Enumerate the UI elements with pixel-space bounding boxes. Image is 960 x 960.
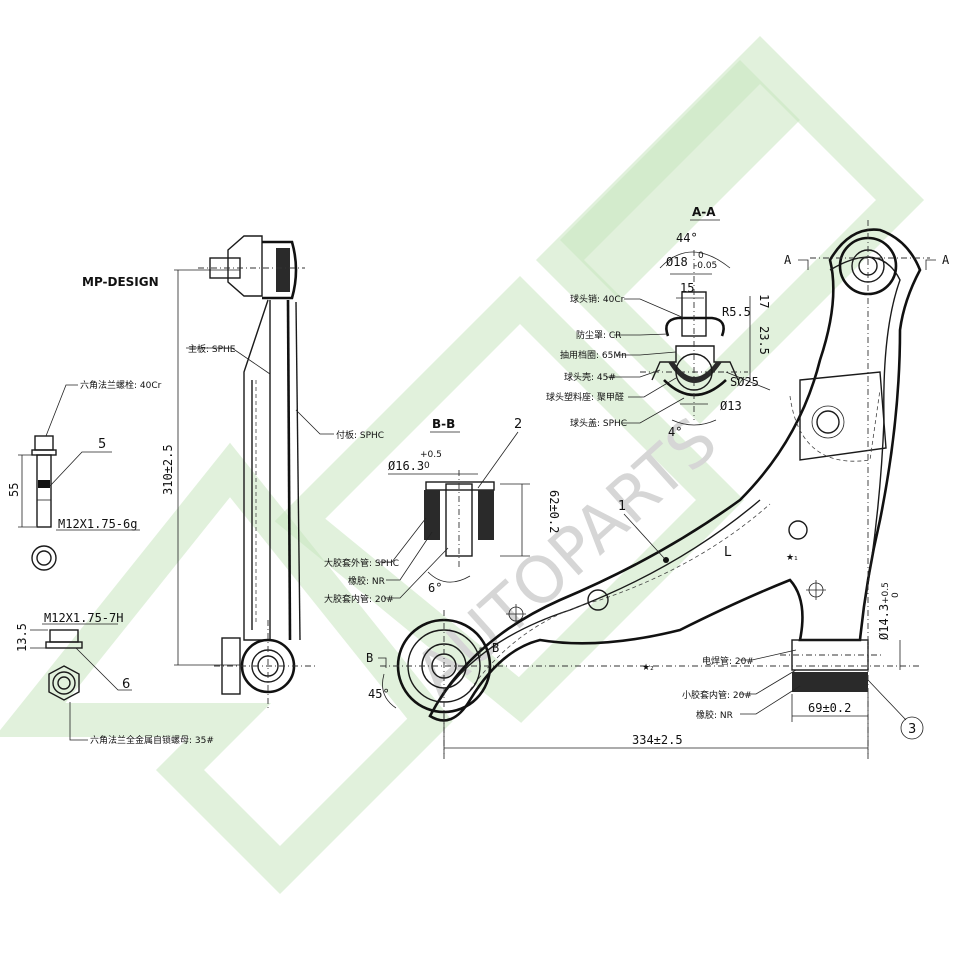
section-a-label-4: 球头壳: 45# xyxy=(564,371,616,383)
bushing-label-2: 小胶套内管: 20# xyxy=(682,689,752,701)
side-view-length-dim: 310±2.5 xyxy=(161,444,175,495)
section-b-diameter-tol-lower: 0 xyxy=(424,461,430,471)
bolt-view: 55 六角法兰螺栓: 40Cr 5 M12X1.75-6g xyxy=(7,379,162,571)
section-a-label-3: 抽用档圈: 65Mn xyxy=(560,349,627,361)
section-mark-a-right: A xyxy=(942,253,950,267)
drawing-title: MP-DESIGN xyxy=(82,275,159,289)
nut-item-number: 6 xyxy=(122,677,130,692)
section-a-a: A-A 44° Ø18 0 -0.05 15 R5.5 17 23.5 SØ25… xyxy=(546,205,771,439)
section-b-angle: 6° xyxy=(428,581,442,595)
section-a-sphere-diameter: SØ25 xyxy=(730,375,759,389)
section-b-b: B-B 2 Ø16.3 +0.5 0 62±0.2 6° 大胶套外管: SPHC… xyxy=(324,417,561,605)
section-a-diameter-13: Ø13 xyxy=(720,399,742,413)
section-a-label-5: 球头塑料座: 聚甲醛 xyxy=(546,391,624,403)
section-b-diameter: Ø16.3 xyxy=(388,459,424,473)
aux-plate-label: 付板: SPHC xyxy=(336,429,384,441)
bushing-diameter: Ø14.3 xyxy=(877,604,891,640)
star-mark-1: ★₁ xyxy=(786,553,798,563)
bushing-label-3: 橡胶: NR xyxy=(696,709,733,721)
section-a-label-6: 球头盖: SPHC xyxy=(570,417,627,429)
section-b-label-2: 橡胶: NR xyxy=(348,575,385,587)
bushing-diameter-tol-upper: +0.5 xyxy=(881,582,891,604)
bushing-item-number: 3 xyxy=(908,722,916,737)
nut-height-dim: 13.5 xyxy=(15,623,29,652)
section-a-label-2: 防尘罩: CR xyxy=(576,329,621,341)
section-a-diameter-tol-lower: -0.05 xyxy=(694,261,717,271)
section-a-dim-23: 23.5 xyxy=(757,326,771,355)
section-a-angle-top: 44° xyxy=(676,231,698,245)
section-a-diameter-top: Ø18 xyxy=(666,255,688,269)
section-a-angle-bottom: 4° xyxy=(668,425,682,439)
section-a-radius: R5.5 xyxy=(722,305,751,319)
bushing-label-1: 电焊管: 20# xyxy=(702,655,754,667)
side-mark-l: L xyxy=(724,545,732,560)
nut-thread-spec: M12X1.75-7H xyxy=(44,611,123,625)
section-mark-b-left: B xyxy=(366,651,373,665)
section-mark-b-right: B xyxy=(492,641,499,655)
bolt-thread-spec: M12X1.75-6g xyxy=(58,517,137,531)
overall-length: 334±2.5 xyxy=(632,733,683,747)
section-b-diameter-tol-upper: +0.5 xyxy=(420,450,442,460)
section-b-item-number: 2 xyxy=(514,417,522,432)
side-view: 310±2.5 主板: SPHE 付板: SPHC xyxy=(161,235,384,710)
nut-material-label: 六角法兰全金属自锁螺母: 35# xyxy=(90,734,214,746)
bolt-length-dim: 55 xyxy=(7,483,21,497)
bolt-material-label: 六角法兰螺栓: 40Cr xyxy=(80,379,162,391)
section-a-label-1: 球头销: 40Cr xyxy=(570,293,625,305)
section-a-title: A-A xyxy=(692,205,716,219)
section-a-diameter-tol-upper: 0 xyxy=(698,251,704,261)
section-b-height: 62±0.2 xyxy=(547,490,561,533)
bolt-item-number: 5 xyxy=(98,437,106,452)
bushing-diameter-tol-lower: 0 xyxy=(891,592,901,598)
bushing-length: 69±0.2 xyxy=(808,701,851,715)
main-item-number: 1 xyxy=(618,499,626,514)
star-mark-2: ★₂ xyxy=(642,663,654,673)
main-view: A A B B 1 L ★₁ ★₂ 45° Ø14.3 +0.5 0 电焊管: … xyxy=(366,220,950,760)
section-mark-a-left: A xyxy=(784,253,792,267)
main-plate-label: 主板: SPHE xyxy=(188,343,236,355)
nut-view: M12X1.75-7H 13.5 6 六角法兰全金属自锁螺母: 35# xyxy=(15,611,214,746)
section-b-title: B-B xyxy=(432,417,455,431)
section-b-label-3: 大胶套内管: 20# xyxy=(324,593,394,605)
section-a-dim-17: 17 xyxy=(757,294,771,308)
main-angle: 45° xyxy=(368,687,390,701)
section-b-label-1: 大胶套外管: SPHC xyxy=(324,557,399,569)
